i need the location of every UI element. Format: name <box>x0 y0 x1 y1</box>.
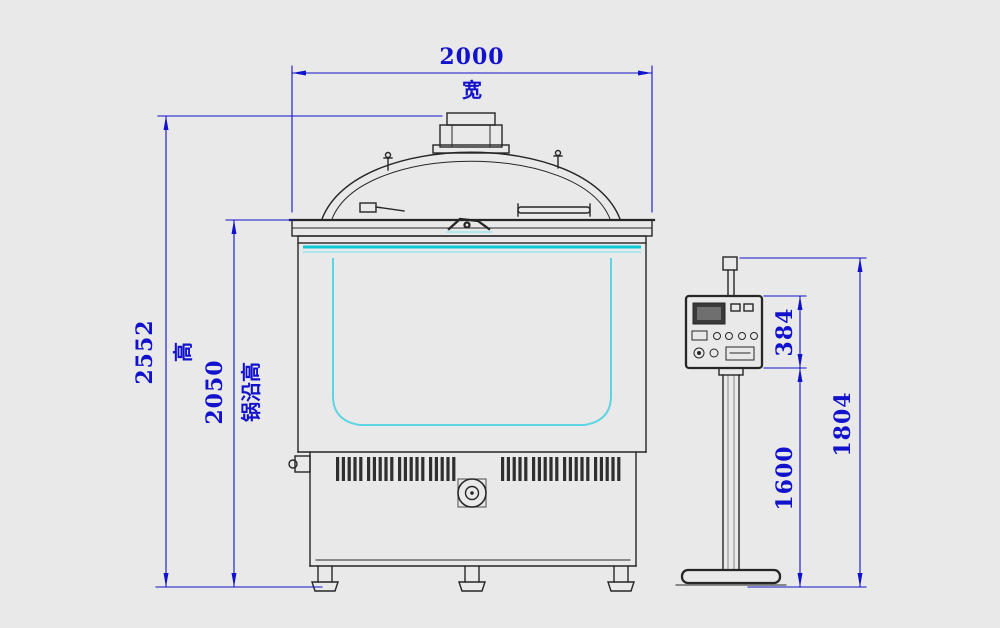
dimension-overall-height: 2552 高 <box>132 115 443 588</box>
kettle-rim <box>288 218 656 244</box>
dimension-width: 2000 宽 <box>291 44 653 213</box>
kettle-body <box>297 242 647 453</box>
dimension-panel-height: 384 <box>763 295 807 369</box>
lid-handle-right <box>517 203 591 217</box>
dimension-control-top-height: 1804 <box>739 257 867 588</box>
lid-bolt-right <box>553 149 563 169</box>
lid-latch-left <box>359 202 405 213</box>
dim-panel-height-value: 384 <box>772 308 798 357</box>
panel-indicator-lights <box>730 303 754 312</box>
panel-display-screen <box>692 302 726 325</box>
steel-highlight-lines <box>303 231 641 426</box>
lid-bolt-left <box>383 151 393 171</box>
dim-overall-height-label: 高 <box>171 342 195 362</box>
dim-rim-height-value: 2050 <box>202 359 228 424</box>
vent-grilles <box>336 457 621 481</box>
dimension-stand-height: 1600 <box>772 367 803 588</box>
furnace-base <box>288 451 637 567</box>
dim-rim-height-label: 锅沿高 <box>239 362 263 422</box>
dim-stand-height-value: 1600 <box>772 445 798 510</box>
dimension-rim-height: 2050 锅沿高 <box>202 219 295 588</box>
stand-base-plate <box>675 568 787 586</box>
dim-width-label: 宽 <box>462 78 482 102</box>
burner-valve <box>457 478 487 508</box>
panel-antenna <box>722 256 738 297</box>
adjustable-feet <box>311 565 635 592</box>
dim-overall-height-value: 2552 <box>132 319 158 384</box>
stand-pole <box>718 367 744 571</box>
dim-control-top-height-value: 1804 <box>830 391 856 456</box>
kettle-lid-dome <box>321 149 621 231</box>
control-panel-assembly <box>675 256 787 586</box>
kettle-chimney <box>432 112 510 154</box>
side-latch <box>288 455 311 473</box>
dim-width-value: 2000 <box>439 44 504 70</box>
panel-buttons <box>691 330 758 361</box>
